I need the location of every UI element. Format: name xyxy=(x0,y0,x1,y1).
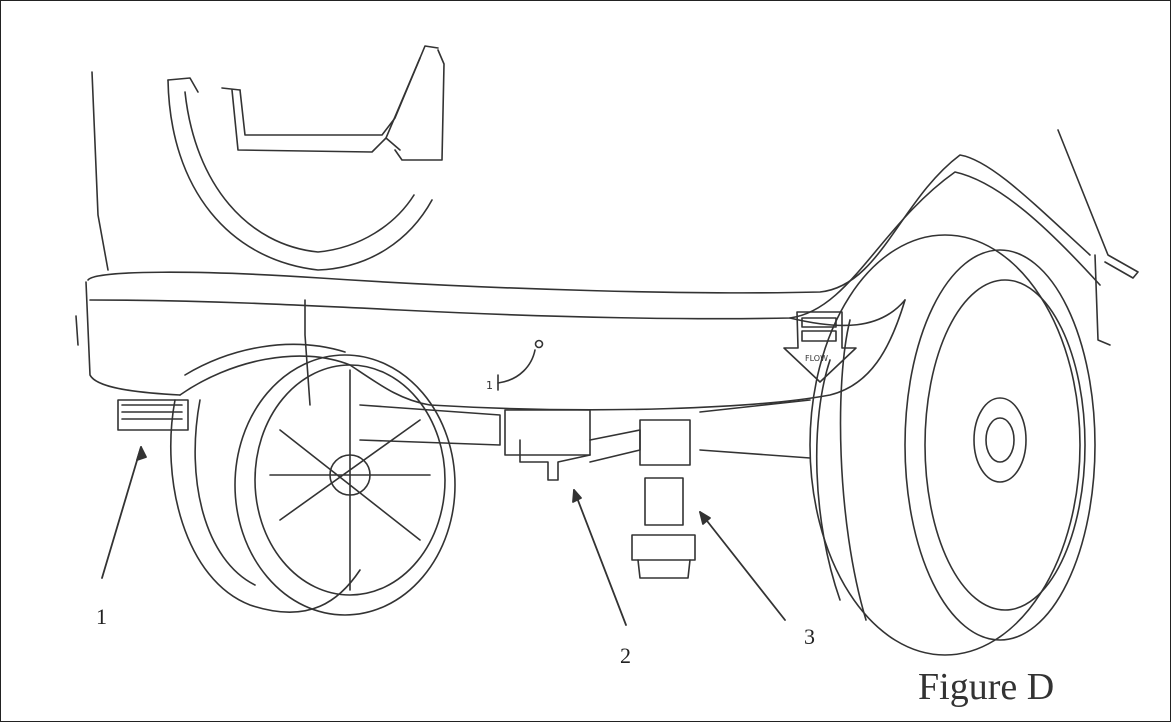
figure-caption: Figure D xyxy=(918,666,1055,708)
callout-arrows xyxy=(101,446,786,626)
axle-assembly xyxy=(359,399,811,579)
callout-3-label: 3 xyxy=(804,624,815,649)
dial-icon xyxy=(497,339,544,391)
body-band xyxy=(75,129,1139,411)
callout-2-leader xyxy=(573,489,627,626)
callout-3-leader xyxy=(699,511,786,621)
callout-2-arrowhead xyxy=(572,489,582,503)
squeegee-mount xyxy=(117,399,189,431)
callout-3-arrowhead xyxy=(699,511,711,525)
flow-decal-text: FLOW xyxy=(805,354,828,363)
callout-1-arrowhead xyxy=(136,446,147,461)
callout-2-label: 2 xyxy=(620,643,631,668)
callout-1-leader xyxy=(101,446,142,579)
right-wheel xyxy=(809,234,1096,656)
hopper-opening xyxy=(167,45,445,271)
callout-1-label: 1 xyxy=(96,604,107,629)
tank-left-wall xyxy=(91,71,109,271)
left-wheel xyxy=(169,354,456,616)
dial-off-label: 1 xyxy=(486,379,493,392)
